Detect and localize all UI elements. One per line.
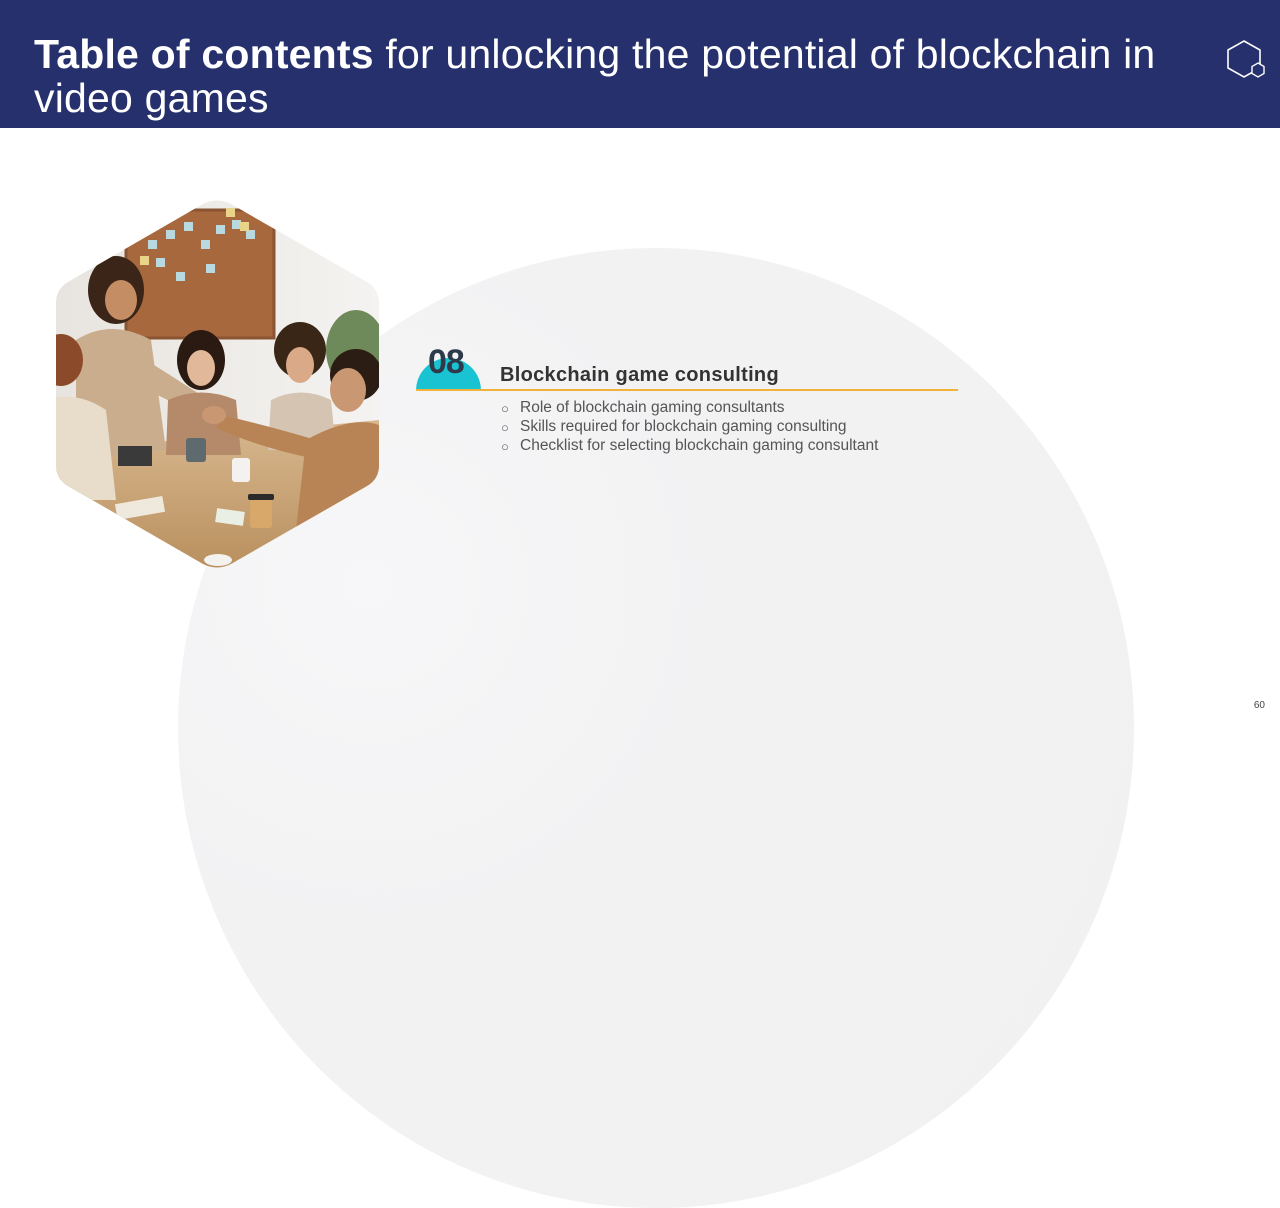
bullet-icon: ○	[501, 439, 509, 454]
list-item-label: Role of blockchain gaming consultants	[520, 399, 785, 416]
hexagon-icon	[1227, 40, 1265, 78]
list-item-label: Checklist for selecting blockchain gamin…	[520, 437, 879, 454]
section-title: Blockchain game consulting	[500, 364, 779, 386]
toc-section-card: 08 Blockchain game consulting ○ Role of b…	[416, 340, 958, 470]
slide-title: Table of contents for unlocking the pote…	[34, 32, 1214, 120]
list-item: ○ Checklist for selecting blockchain gami…	[500, 436, 878, 455]
page-number: 60	[1253, 700, 1265, 711]
slide-title-bold: Table of contents	[34, 31, 374, 77]
list-item: ○ Role of blockchain gaming consultants	[500, 398, 878, 417]
slide-title-regular: for unlocking the potential of blockchai…	[34, 31, 1156, 121]
section-item-list: ○ Role of blockchain gaming consultants ○…	[500, 398, 878, 455]
list-item-label: Skills required for blockchain gaming co…	[520, 418, 847, 435]
list-item: ○ Skills required for blockchain gaming c…	[500, 417, 878, 436]
section-number: 08	[428, 343, 465, 381]
slide-header: Table of contents for unlocking the pote…	[0, 0, 1280, 128]
bullet-icon: ○	[501, 420, 509, 435]
bullet-icon: ○	[501, 401, 509, 416]
meeting-photo	[56, 200, 379, 568]
section-divider	[416, 389, 958, 391]
